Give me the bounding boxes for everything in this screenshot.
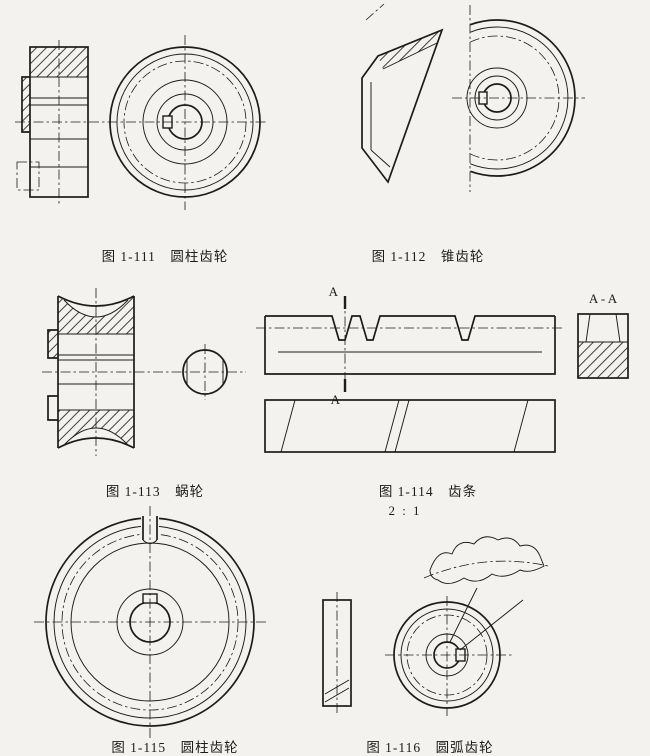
fig-1-111-drawing bbox=[15, 35, 268, 210]
fig-1-116-drawing bbox=[322, 536, 549, 716]
fig-1-111-section-view bbox=[16, 40, 89, 204]
section-aa-label: A - A bbox=[589, 291, 618, 306]
fig-1-115-drawing bbox=[34, 506, 266, 738]
cut-label-bottom: A bbox=[331, 392, 341, 407]
detail-frame bbox=[16, 161, 40, 191]
rim-slot bbox=[142, 516, 158, 540]
fig-1-113-section-view bbox=[47, 288, 135, 456]
figure-caption-1-113: 图 1-113 蜗轮 bbox=[105, 484, 205, 499]
figure-caption-1-115: 图 1-115 圆柱齿轮 bbox=[111, 740, 239, 755]
fig-1-116-side-view bbox=[322, 592, 352, 714]
fig-1-116-front-view bbox=[385, 596, 512, 716]
fig-1-112-front-view bbox=[452, 5, 585, 192]
fig-1-112-section-view bbox=[361, 3, 444, 184]
figure-caption-1-112: 图 1-112 锥齿轮 bbox=[371, 249, 485, 264]
fig-1-116-tooth-detail bbox=[423, 536, 549, 651]
fig-1-112-drawing bbox=[361, 3, 585, 192]
fig-1-114-section-aa-view bbox=[577, 313, 629, 379]
fig-1-114-plan-view bbox=[264, 399, 556, 453]
fig-1-114-profile-view bbox=[256, 315, 564, 375]
scale-note: 2 : 1 bbox=[388, 503, 422, 518]
figure-caption-1-111: 图 1-111 圆柱齿轮 bbox=[101, 249, 229, 264]
fig-1-113-drawing bbox=[42, 288, 246, 456]
figure-caption-1-116: 图 1-116 圆弧齿轮 bbox=[366, 740, 494, 755]
fig-1-114-drawing: A A A - A bbox=[256, 284, 629, 453]
fig-1-111-front-view bbox=[109, 35, 261, 210]
figure-caption-1-114: 图 1-114 齿条 bbox=[378, 484, 478, 499]
cut-label-top: A bbox=[329, 284, 339, 299]
